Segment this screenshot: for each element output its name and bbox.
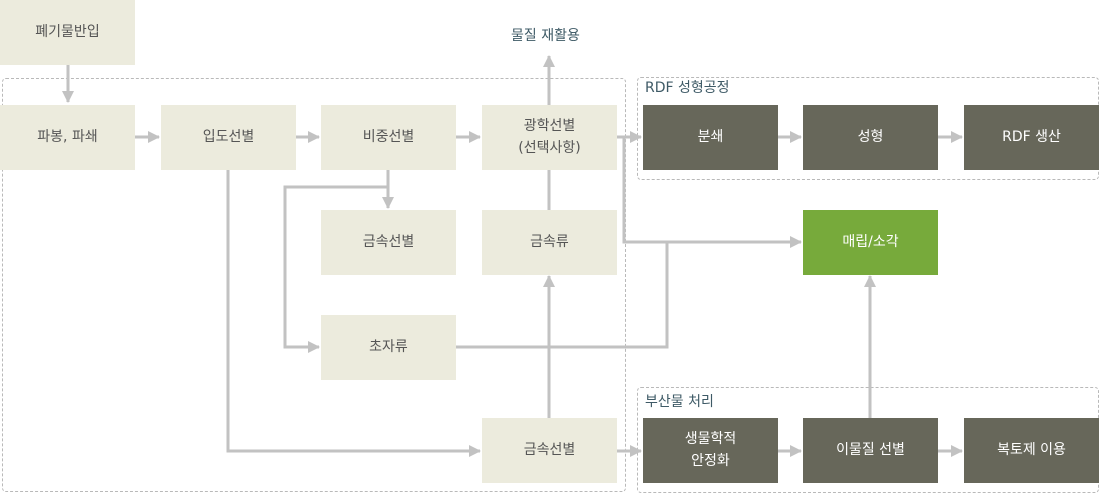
rdf-process-title: RDF 성형공정	[645, 80, 730, 96]
gravity-sorting-box: 비중선별	[321, 105, 456, 170]
waste-intake-box: 폐기물반입	[0, 0, 135, 65]
byproduct-title: 부산물 처리	[645, 394, 714, 410]
crushing-box: 파봉, 파쇄	[0, 105, 135, 170]
arrow-gravity-lightfraction	[283, 185, 388, 353]
bio-stabilization-box: 생물학적 안정화	[643, 418, 778, 483]
metal-sorting-bottom-box: 금속선별	[482, 418, 617, 483]
line-lightfraction-landfill	[456, 242, 669, 349]
arrow-size-bottommetal	[226, 170, 481, 457]
main-process-region	[2, 78, 626, 492]
material-recycling-label: 물질 재활용	[511, 28, 580, 44]
landfill-incineration-box: 매립/소각	[803, 210, 938, 275]
forming-box: 성형	[803, 105, 938, 170]
arrow-optical-landfill	[622, 137, 802, 248]
metals-box: 금속류	[482, 210, 617, 275]
rdf-production-box: RDF 생산	[964, 105, 1099, 170]
optical-sorting-box: 광학선별 (선택사항)	[482, 105, 617, 170]
shredding-box: 분쇄	[643, 105, 778, 170]
foreign-matter-sorting-box: 이물질 선별	[803, 418, 938, 483]
metal-sorting-mid-box: 금속선별	[321, 210, 456, 275]
size-sorting-box: 입도선별	[161, 105, 296, 170]
soil-cover-use-box: 복토제 이용	[964, 418, 1099, 483]
light-fraction-box: 초자류	[321, 315, 456, 380]
